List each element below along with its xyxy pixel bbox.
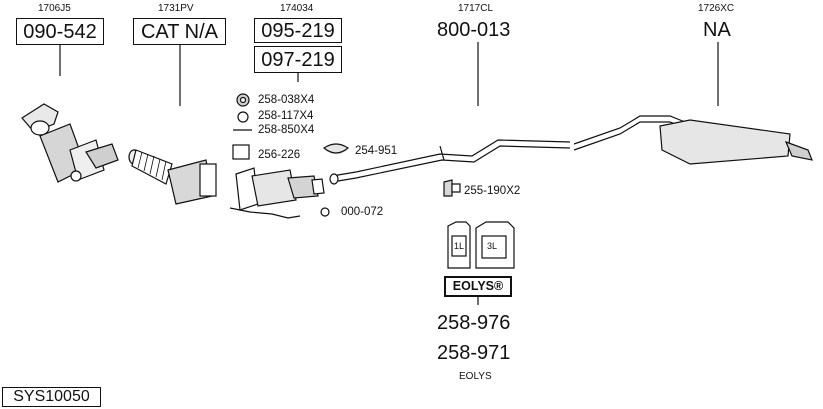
dpf-part <box>229 167 330 219</box>
fitting-label-nut[interactable]: 258-038X4 <box>258 94 315 106</box>
part-number-middle[interactable]: 800-013 <box>437 19 511 41</box>
additive-cans-drawing <box>447 221 515 269</box>
middle-pipe-part <box>329 139 571 185</box>
part-number-front-cat[interactable]: 090-542 <box>16 18 104 45</box>
can-small-label: 1L <box>454 241 465 251</box>
part-number-eolys-a[interactable]: 258-976 <box>437 312 511 334</box>
oem-ref-rear: 1726XC <box>698 3 735 14</box>
system-code-box: SYS10050 <box>2 387 101 407</box>
oem-ref-front-cat: 1706J5 <box>38 3 71 14</box>
fitting-label-mount[interactable]: 255-190X2 <box>464 185 521 197</box>
fitting-label-ring[interactable]: 258-117X4 <box>258 110 314 122</box>
fitting-label-sensor[interactable]: 000-072 <box>341 206 384 218</box>
part-number-dpf-a[interactable]: 095-219 <box>254 18 342 43</box>
rear-silencer-part <box>573 115 813 165</box>
eolys-brand-box: EOLYS® <box>444 276 512 297</box>
fitting-label-clamp[interactable]: 254-951 <box>355 145 398 157</box>
eolys-caption: EOLYS <box>459 371 492 382</box>
part-number-eolys-b[interactable]: 258-971 <box>437 342 511 364</box>
fitting-label-gasket[interactable]: 256-226 <box>258 149 301 161</box>
part-number-cat2[interactable]: CAT N/A <box>133 18 226 45</box>
oem-ref-middle: 1717CL <box>458 3 494 14</box>
catalyst-2-part <box>128 149 217 205</box>
part-number-dpf-b[interactable]: 097-219 <box>254 46 342 73</box>
fittings-drawing <box>232 93 461 197</box>
front-catalyst-part <box>21 103 119 183</box>
oem-ref-dpf: 174034 <box>280 3 314 14</box>
fitting-label-bolt[interactable]: 258-850X4 <box>258 124 315 136</box>
part-number-rear[interactable]: NA <box>703 19 731 41</box>
oem-ref-cat2: 1731PV <box>158 3 194 14</box>
can-large-label: 3L <box>487 241 498 251</box>
